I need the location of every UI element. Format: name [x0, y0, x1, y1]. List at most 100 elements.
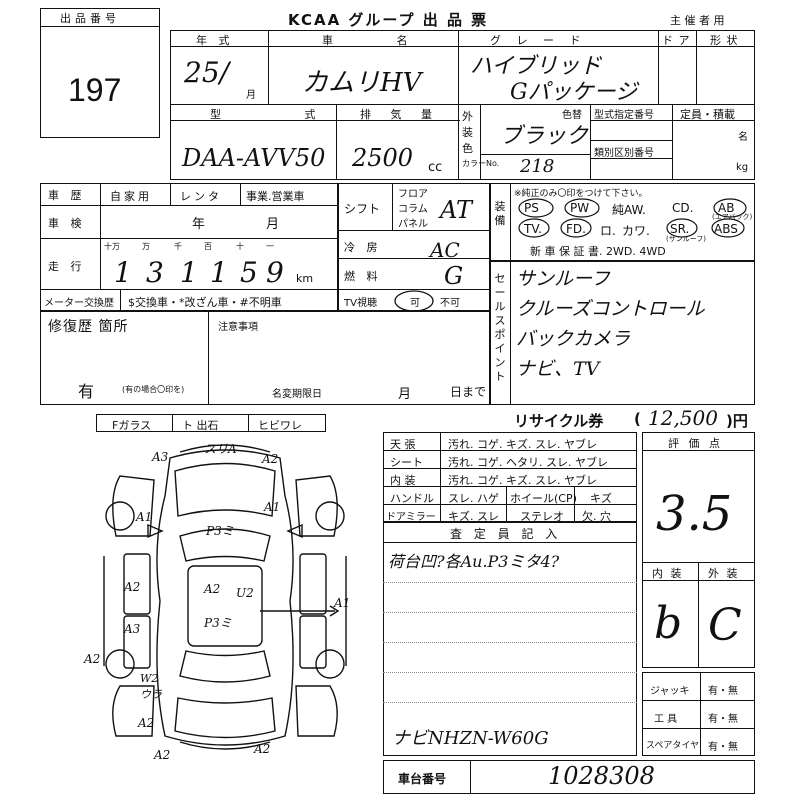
recycle-value: 12,500 — [648, 406, 718, 430]
damage-mark: P3ミ — [204, 616, 232, 630]
history-grid — [40, 183, 338, 311]
tool-options: 有・無 — [708, 686, 738, 697]
sales-point-item: バックカメラ — [516, 328, 631, 350]
tool-label: スペアタイヤ — [646, 741, 700, 751]
persons-unit: 名 — [738, 132, 748, 143]
tool-label: ジャッキ — [650, 686, 690, 697]
interior-row-label: ドアミラー — [386, 512, 436, 523]
organizer-label: 主 催 者 用 — [670, 14, 725, 27]
damage-mark: A1 — [264, 500, 281, 514]
equipment-note: ※純正のみ〇印をつけて下さい。 — [514, 189, 648, 199]
shaken-year: 年 — [192, 217, 206, 232]
color-label-1: 外 — [462, 110, 473, 123]
repair-value: 有 — [78, 382, 95, 401]
mileage-digit: 1 — [210, 256, 228, 289]
equip-ps: PS — [524, 201, 539, 215]
wheel-label: ホイール(CP) — [510, 492, 577, 505]
meter-change-label: メーター交換歴 — [44, 298, 114, 309]
stereo-label: ステレオ — [520, 510, 564, 523]
exterior-score-value: C — [708, 600, 742, 651]
model-value: DAA-AVV50 — [182, 144, 326, 172]
lot-number-label: 出品番号 — [60, 12, 120, 25]
displacement-value: 2500 — [352, 144, 414, 172]
equip-ro: ロ. — [600, 224, 616, 238]
ac-label: 冷 房 — [344, 241, 382, 254]
interior-row-options: 汚れ. コゲ. ヘタリ. スレ. ヤブレ — [448, 456, 608, 469]
shaken-month: 月 — [266, 217, 280, 232]
recycle-unit: )円 — [726, 412, 748, 430]
capacity-label: 定員・積載 — [680, 108, 735, 121]
history-business: 事業.営業車 — [246, 190, 305, 203]
interior-row-options: キズ. スレ — [448, 510, 499, 523]
equip-pw: PW — [570, 201, 590, 215]
glass-row — [96, 414, 326, 432]
shape-label: 形 状 — [710, 34, 739, 47]
chassis-box — [383, 760, 755, 794]
shift-panel: パネル — [398, 219, 428, 230]
fuel-label: 燃 料 — [344, 270, 382, 283]
sales-point-item: クルーズコントロール — [516, 298, 705, 320]
color-change-label: 色替 — [562, 110, 582, 121]
car-name-label: 車 名 — [322, 34, 438, 47]
notes-label: 注意事項 — [218, 322, 258, 333]
exterior-score-label: 外 装 — [708, 567, 740, 580]
km-unit: km — [296, 272, 314, 285]
color-number-label: カラーNo. — [462, 159, 500, 168]
year-value: 25/ — [184, 56, 230, 89]
mileage-digit: 1 — [114, 256, 132, 289]
interior-score-value: b — [654, 598, 683, 649]
equipment-circles — [518, 198, 747, 238]
damage-mark: A2 — [124, 580, 141, 594]
car-name-value: カムリHV — [302, 68, 422, 98]
interior-row-label: シート — [390, 456, 423, 469]
interior-row-label: 天 張 — [390, 438, 416, 451]
history-rental: レンタ — [180, 190, 222, 203]
history-private: 自家用 — [110, 190, 152, 203]
digit-label: 十万 — [104, 242, 120, 251]
history-label: 車 歴 — [48, 189, 86, 202]
glass-chip: ト 出石 — [182, 419, 219, 432]
shaken-label: 車 検 — [48, 217, 86, 230]
interior-row-label: 内 装 — [390, 474, 416, 487]
mileage-digit: 5 — [240, 256, 258, 289]
repair-box — [40, 311, 490, 405]
color-number-value: 218 — [520, 156, 555, 177]
equip-fd: FD. — [566, 222, 586, 236]
digit-label: 十 — [236, 242, 244, 251]
damage-mark: A2 — [154, 748, 171, 762]
navi-model: ナビNHZN-W60G — [392, 728, 549, 749]
vehicle-info-grid — [170, 30, 755, 180]
digit-label: 百 — [204, 242, 212, 251]
interior-row-options: スレ. ハゲ — [448, 492, 499, 505]
color-label-3: 色 — [462, 142, 473, 155]
damage-mark: スリA — [204, 442, 237, 456]
model-label: 型 式 — [210, 108, 356, 121]
chassis-label: 車台番号 — [398, 772, 447, 786]
inspector-note: 荷台凹?各Au.P3ミタ4? — [388, 552, 560, 571]
car-damage-diagram — [103, 444, 347, 750]
mileage-digit: 1 — [180, 256, 198, 289]
damage-mark: A3 — [124, 622, 141, 636]
damage-mark: P3ミ — [206, 524, 234, 538]
recycle-label: リサイクル券 — [514, 412, 604, 430]
displacement-label: 排 気 量 — [360, 108, 440, 121]
digit-label: 千 — [174, 242, 182, 251]
interior-row-options: 汚れ. コゲ. キズ. スレ. ヤブレ — [448, 438, 597, 451]
sales-points-label: セールスポイント — [494, 272, 506, 383]
equip-abs: ABS — [714, 222, 738, 236]
sales-points-box — [490, 261, 755, 405]
chassis-value: 1028308 — [548, 762, 655, 790]
damage-mark: A1 — [136, 510, 153, 524]
tv-yes: 可 — [410, 298, 420, 309]
sales-point-item: サンルーフ — [516, 268, 610, 290]
grade-value-1: ハイブリッド — [470, 54, 602, 79]
tool-options: 有・無 — [708, 714, 738, 725]
fuel-value: G — [444, 262, 464, 290]
score-label: 評 価 点 — [668, 437, 723, 450]
lot-number: 197 — [68, 72, 122, 108]
sales-point-item: ナビ、TV — [516, 358, 600, 380]
color-label-2: 装 — [462, 126, 473, 139]
equip-ab: AB — [718, 201, 735, 215]
damage-mark: A2 — [84, 652, 101, 666]
interior-row-label: ハンドル — [390, 492, 434, 505]
